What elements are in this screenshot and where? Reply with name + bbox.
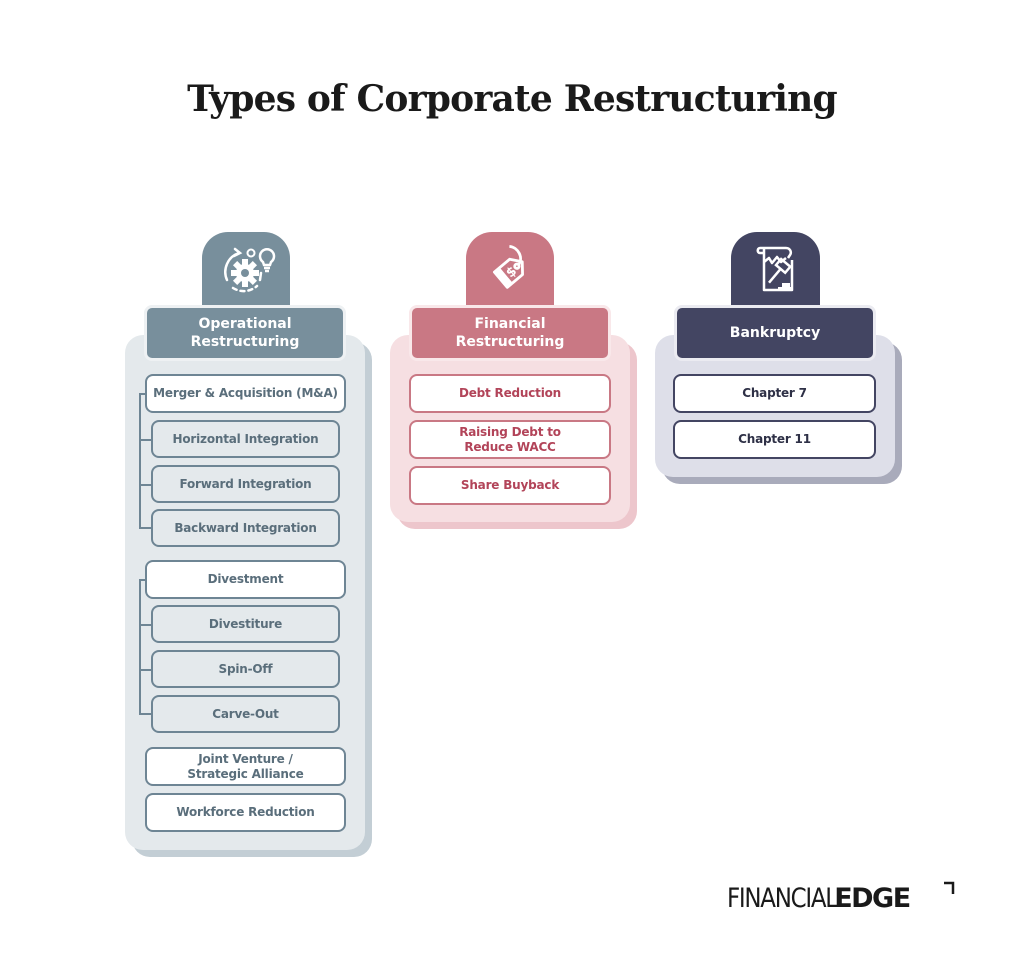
item-chapter-7: Chapter 7: [673, 374, 876, 413]
bracket-tick: [139, 527, 152, 529]
financial-edge-logo: FINANCIALEDGE: [727, 881, 955, 914]
financial-header: Financial Restructuring: [409, 305, 611, 361]
item-merger-acquisition: Merger & Acquisition (M&A): [145, 374, 346, 413]
bracket-tick: [139, 669, 152, 671]
page-title: Types of Corporate Restructuring: [187, 78, 838, 120]
bankruptcy-icon-tab: [731, 232, 820, 308]
item-forward-integration: Forward Integration: [151, 465, 340, 503]
operational-header: Operational Restructuring: [144, 305, 346, 361]
logo-corner-mark-icon: [944, 881, 955, 894]
torn-document-gavel-icon: [756, 246, 793, 292]
divestment-group-bracket: [139, 579, 141, 714]
bracket-tick: [139, 624, 152, 626]
logo-text-edge: EDGE: [834, 883, 911, 914]
operational-header-label: Operational Restructuring: [190, 316, 300, 350]
item-divestiture: Divestiture: [151, 605, 340, 643]
bracket-tick: [139, 484, 152, 486]
item-joint-venture: Joint Venture / Strategic Alliance: [145, 747, 346, 786]
item-workforce-reduction: Workforce Reduction: [145, 793, 346, 832]
ma-group-bracket: [139, 393, 141, 528]
item-divestment: Divestment: [145, 560, 346, 599]
financial-header-label: Financial Restructuring: [455, 316, 565, 350]
item-spin-off: Spin-Off: [151, 650, 340, 688]
financial-icon-tab: $: [466, 232, 554, 308]
bracket-tick: [139, 439, 152, 441]
item-share-buyback: Share Buyback: [409, 466, 611, 505]
operational-icon-tab: [202, 232, 290, 308]
bracket-tick: [139, 579, 146, 581]
bankruptcy-header: Bankruptcy: [674, 305, 876, 361]
item-carve-out: Carve-Out: [151, 695, 340, 733]
item-backward-integration: Backward Integration: [151, 509, 340, 547]
gear-cycle-lightbulb-icon: [224, 247, 276, 293]
bracket-tick: [139, 713, 152, 715]
price-tag-dollar-icon: $: [492, 244, 524, 289]
bracket-tick: [139, 393, 146, 395]
item-chapter-11: Chapter 11: [673, 420, 876, 459]
item-horizontal-integration: Horizontal Integration: [151, 420, 340, 458]
logo-text-financial: FINANCIAL: [727, 883, 838, 914]
bankruptcy-header-label: Bankruptcy: [729, 325, 821, 341]
item-debt-reduction: Debt Reduction: [409, 374, 611, 413]
item-raising-debt: Raising Debt to Reduce WACC: [409, 420, 611, 459]
